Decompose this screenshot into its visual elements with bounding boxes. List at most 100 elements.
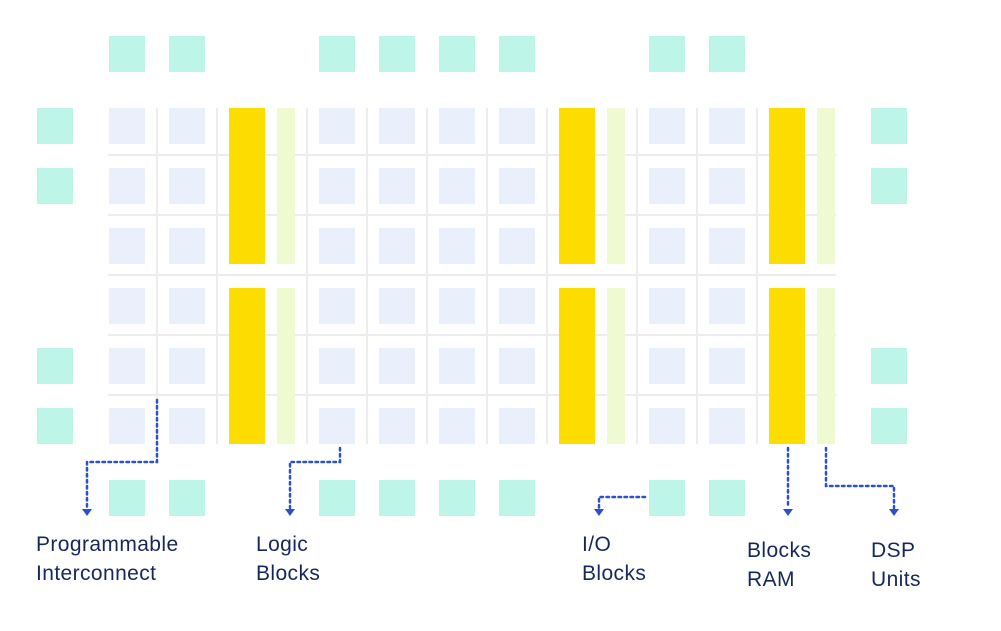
io-block (37, 408, 73, 444)
logic-block (649, 408, 685, 444)
callout-line (597, 495, 647, 510)
io-block (499, 36, 535, 72)
logic-block (709, 288, 745, 324)
callout-line (824, 446, 896, 510)
block-ram (229, 108, 265, 264)
io-block (37, 108, 73, 144)
arrow-head-icon (783, 509, 793, 516)
logic-block (709, 108, 745, 144)
logic-block (709, 228, 745, 264)
dsp-unit-columns (277, 108, 835, 444)
logic-block (109, 288, 145, 324)
block-ram (769, 108, 805, 264)
io-block (871, 408, 907, 444)
io-block (169, 36, 205, 72)
dsp-unit (607, 108, 625, 264)
io-block (709, 480, 745, 516)
label-line: RAM (747, 568, 795, 591)
logic-block (379, 408, 415, 444)
block-ram-columns (229, 108, 805, 444)
io-block (439, 36, 475, 72)
logic-block (499, 288, 535, 324)
io-block (499, 480, 535, 516)
logic-block (169, 108, 205, 144)
label-line: Logic (256, 533, 309, 556)
interconnect-grid (108, 108, 836, 444)
io-block (709, 36, 745, 72)
logic-block (439, 288, 475, 324)
logic-block (499, 408, 535, 444)
logic-block (649, 288, 685, 324)
label-line: Interconnect (36, 562, 157, 585)
io-block (37, 168, 73, 204)
io-block (871, 348, 907, 384)
logic-block (379, 228, 415, 264)
label-line: DSP (871, 539, 916, 562)
logic-block (169, 228, 205, 264)
logic-block (649, 168, 685, 204)
label-logic-blocks: Logic Blocks (256, 530, 320, 588)
logic-block (109, 228, 145, 264)
arrow-head-icon (889, 509, 899, 516)
io-block (871, 168, 907, 204)
block-ram (559, 288, 595, 444)
logic-block (319, 228, 355, 264)
block-ram (769, 288, 805, 444)
label-line: Blocks (582, 562, 647, 585)
logic-block (319, 168, 355, 204)
io-block (379, 480, 415, 516)
callout-line (85, 398, 159, 510)
logic-block (379, 288, 415, 324)
logic-block (169, 168, 205, 204)
label-line: Blocks (747, 539, 812, 562)
logic-block (439, 168, 475, 204)
logic-block (649, 108, 685, 144)
io-block (169, 480, 205, 516)
logic-block (439, 408, 475, 444)
arrow-head-icon (285, 509, 295, 516)
logic-block (319, 408, 355, 444)
logic-block (499, 108, 535, 144)
logic-block (109, 408, 145, 444)
logic-block (499, 168, 535, 204)
logic-block (109, 108, 145, 144)
dsp-unit (277, 288, 295, 444)
io-block-ring (37, 36, 907, 516)
io-block (871, 108, 907, 144)
logic-block (439, 108, 475, 144)
logic-block (709, 408, 745, 444)
label-line: Blocks (256, 562, 321, 585)
label-io-blocks: I/O Blocks (582, 530, 646, 588)
logic-block (319, 288, 355, 324)
logic-block (109, 348, 145, 384)
label-dsp-units: DSP Units (871, 536, 921, 594)
io-block (109, 480, 145, 516)
logic-block (439, 348, 475, 384)
label-line: Programmable (36, 533, 179, 556)
label-line: I/O (582, 533, 612, 556)
io-block (649, 480, 685, 516)
logic-block (649, 348, 685, 384)
io-block (379, 36, 415, 72)
label-blocks-ram: Blocks RAM (747, 536, 811, 594)
logic-block (169, 408, 205, 444)
label-line: Units (871, 568, 921, 591)
callout-arrows (82, 398, 899, 516)
logic-block (709, 348, 745, 384)
io-block (109, 36, 145, 72)
logic-block (649, 228, 685, 264)
callout-line (288, 446, 342, 510)
logic-block (169, 288, 205, 324)
dsp-unit (817, 108, 835, 264)
io-block (319, 480, 355, 516)
logic-block (379, 168, 415, 204)
logic-block (319, 108, 355, 144)
logic-block (109, 168, 145, 204)
block-ram (229, 288, 265, 444)
io-block (439, 480, 475, 516)
label-programmable-interconnect: Programmable Interconnect (36, 530, 179, 588)
io-block (37, 348, 73, 384)
arrow-head-icon (82, 509, 92, 516)
logic-block (439, 228, 475, 264)
